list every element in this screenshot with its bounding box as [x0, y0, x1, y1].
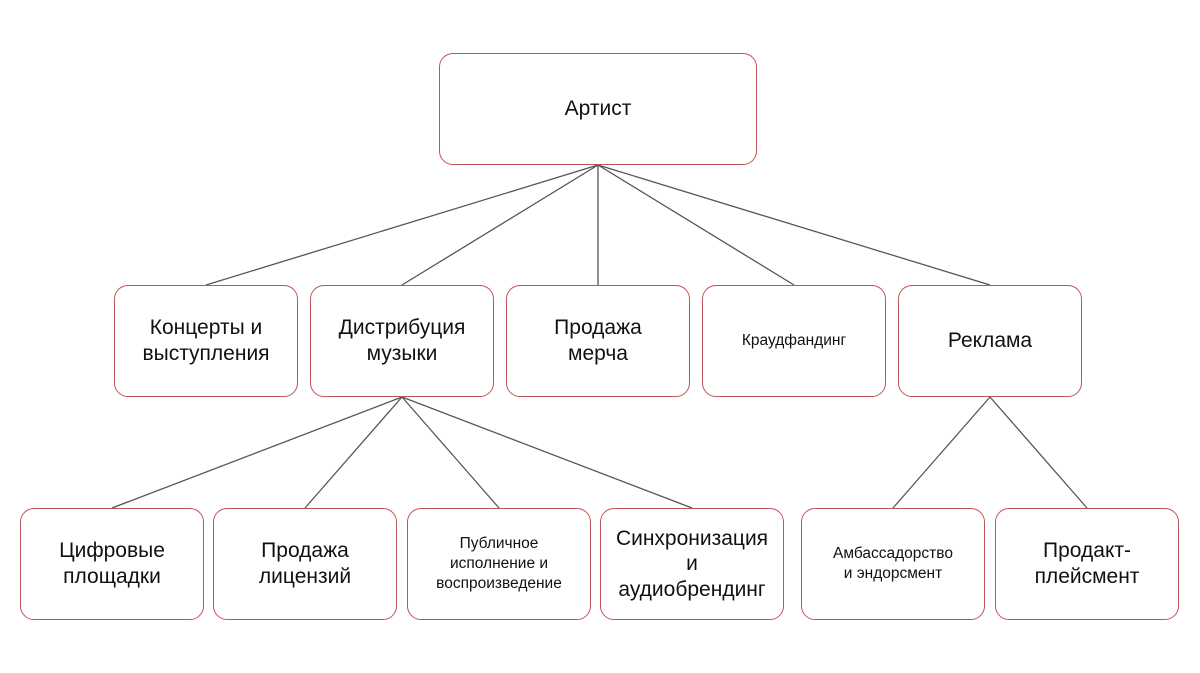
edge-root-advertising [597, 164, 991, 286]
edge-root-distribution [401, 164, 599, 286]
node-advertising: Реклама [898, 285, 1082, 397]
node-crowdfunding: Краудфандинг [702, 285, 886, 397]
edge-distribution-public [401, 396, 500, 509]
edge-advertising-placement [989, 396, 1088, 509]
edge-distribution-sync [401, 396, 693, 509]
node-digital-platforms: Цифровые площадки [20, 508, 204, 620]
edge-advertising-ambassador [892, 396, 991, 509]
node-concerts: Концерты и выступления [114, 285, 298, 397]
edge-root-concerts [205, 164, 599, 286]
node-merch-sales: Продажа мерча [506, 285, 690, 397]
edge-distribution-licenses [304, 396, 403, 509]
node-ambassador-endorsement: Амбассадорство и эндорсмент [801, 508, 985, 620]
node-sync-audiobranding: Синхронизация и аудиобрендинг [600, 508, 784, 620]
edge-distribution-digital [111, 396, 403, 509]
node-music-distribution: Дистрибуция музыки [310, 285, 494, 397]
edge-root-crowdfunding [597, 164, 795, 286]
node-artist: Артист [439, 53, 757, 165]
node-license-sales: Продажа лицензий [213, 508, 397, 620]
node-product-placement: Продакт- плейсмент [995, 508, 1179, 620]
node-public-performance: Публичное исполнение и воспроизведение [407, 508, 591, 620]
